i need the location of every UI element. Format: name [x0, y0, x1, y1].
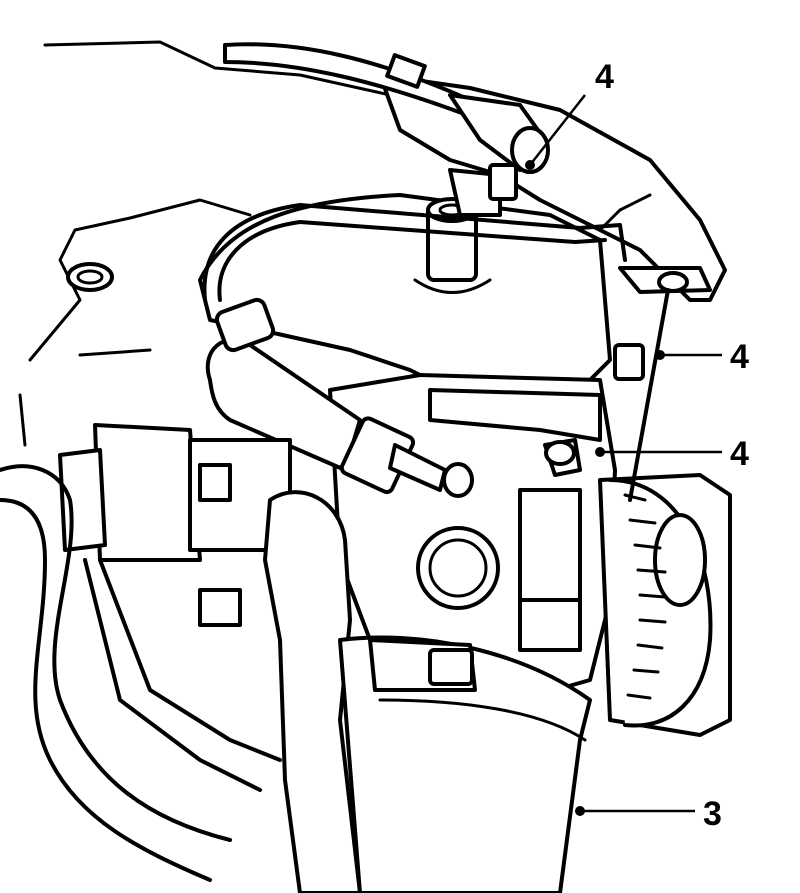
- callout-label-c2: 4: [730, 338, 749, 376]
- leader-dot-c3: [595, 447, 605, 457]
- throttle-pulley: [598, 473, 732, 737]
- manifold-body: [198, 163, 612, 382]
- upper-hose: [223, 42, 550, 174]
- callout-label-c4: 3: [703, 795, 722, 833]
- upper-bracket: [378, 73, 727, 302]
- coolant-hose: [205, 297, 474, 498]
- leader-dot-c1: [525, 160, 535, 170]
- callout-label-c3: 4: [730, 435, 749, 473]
- callout-label-c1: 4: [595, 58, 614, 96]
- engine-bay-outline: [18, 40, 392, 447]
- vacuum-line: [202, 203, 627, 302]
- leader-lines: [525, 94, 722, 816]
- throttle-cable: [628, 288, 670, 502]
- wiring-harness: [0, 423, 292, 882]
- leader-dot-c4: [575, 806, 585, 816]
- intake-hose: [263, 490, 592, 893]
- leader-line-c1: [529, 94, 586, 166]
